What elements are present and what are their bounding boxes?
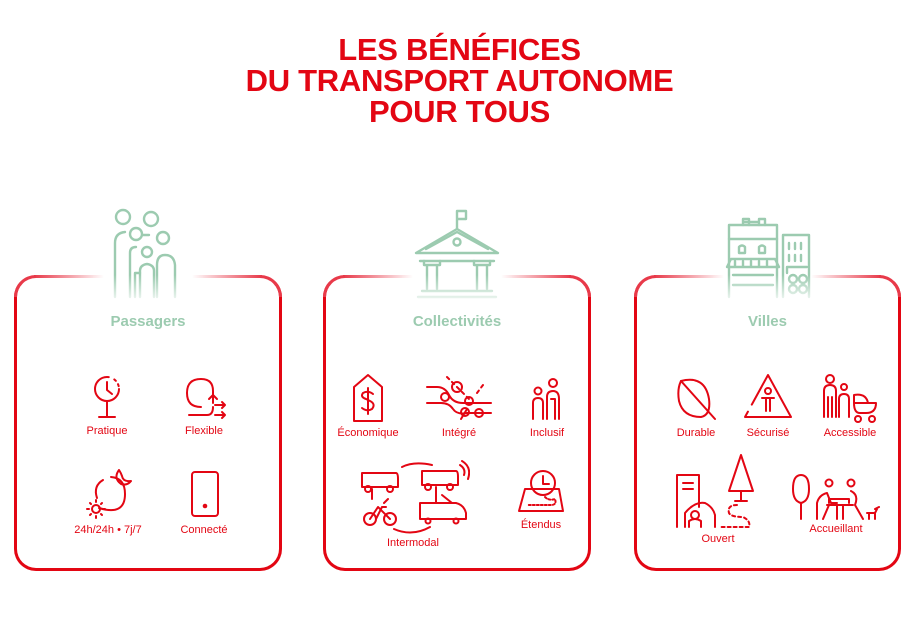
day-night-icon bbox=[86, 469, 132, 519]
benefit-securise: Sécurisé bbox=[736, 371, 800, 439]
card-heading: Collectivités bbox=[412, 313, 502, 330]
title-line-1: LES BÉNÉFICES bbox=[338, 32, 581, 67]
leaf-icon bbox=[677, 378, 716, 420]
title-line-2: DU TRANSPORT AUTONOME bbox=[245, 63, 674, 98]
benefit-etendus: Étendus bbox=[509, 467, 573, 531]
card-topline bbox=[654, 275, 724, 278]
warning-person-icon bbox=[744, 374, 792, 418]
dollar-tag-icon bbox=[353, 374, 383, 422]
card-corner bbox=[323, 275, 345, 297]
benefit-economique: Économique bbox=[333, 371, 403, 439]
benefit-intermodal: Intermodal bbox=[353, 459, 473, 549]
card-topline bbox=[192, 275, 262, 278]
vehicles-icon bbox=[361, 460, 470, 534]
card-corner bbox=[14, 275, 36, 297]
card-villes: Villes Durable Sécurisé Accessible bbox=[634, 205, 901, 571]
card-heading: Villes bbox=[748, 313, 787, 330]
benefit-connecte: Connecté bbox=[169, 468, 239, 536]
card-frame bbox=[634, 275, 901, 571]
benefit-ouvert: Ouvert bbox=[668, 451, 768, 545]
card-topline bbox=[501, 275, 571, 278]
benefit-durable: Durable bbox=[664, 371, 728, 439]
town-hall-icon bbox=[402, 205, 512, 305]
family-icon bbox=[93, 205, 203, 305]
clock-glass-icon bbox=[94, 376, 120, 418]
card-corner bbox=[569, 275, 591, 297]
title-line-3: POUR TOUS bbox=[368, 94, 551, 129]
benefit-inclusif: Inclusif bbox=[515, 371, 579, 439]
park-bench-people-icon bbox=[792, 474, 880, 520]
benefit-pratique: Pratique bbox=[72, 373, 142, 437]
smartphone-icon bbox=[191, 471, 219, 517]
people-elderly-icon bbox=[532, 378, 560, 420]
card-topline bbox=[34, 275, 104, 278]
card-corner bbox=[634, 275, 656, 297]
benefit-integre: Intégré bbox=[419, 371, 499, 439]
card-topline bbox=[811, 275, 881, 278]
card-collectivites: Collectivités Économique Intégré Incl bbox=[323, 205, 591, 571]
benefit-24h-7j: 24h/24h • 7j/7 bbox=[66, 468, 150, 536]
building-tree-path-icon bbox=[676, 454, 754, 528]
map-clock-icon bbox=[518, 470, 564, 512]
benefit-accessible: Accessible bbox=[814, 371, 886, 439]
card-frame bbox=[323, 275, 591, 571]
loop-arrows-icon bbox=[186, 378, 226, 419]
card-topline bbox=[343, 275, 413, 278]
benefit-flexible: Flexible bbox=[169, 373, 239, 437]
card-heading: Passagers bbox=[110, 313, 186, 330]
family-stroller-icon bbox=[823, 374, 877, 423]
card-passagers: Passagers Pratique Flexible 24h/24h • 7j… bbox=[14, 205, 282, 571]
page-title: LES BÉNÉFICES DU TRANSPORT AUTONOME POUR… bbox=[0, 34, 919, 127]
benefit-accueillant: Accueillant bbox=[788, 469, 884, 535]
card-corner bbox=[879, 275, 901, 297]
card-frame bbox=[14, 275, 282, 571]
network-lines-icon bbox=[426, 376, 492, 420]
city-buildings-icon bbox=[712, 205, 823, 305]
card-corner bbox=[260, 275, 282, 297]
